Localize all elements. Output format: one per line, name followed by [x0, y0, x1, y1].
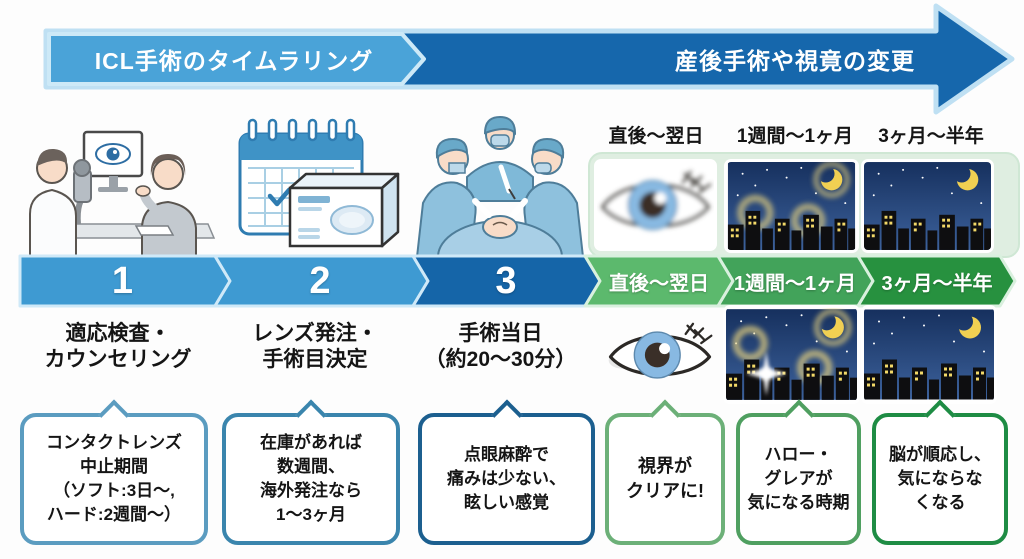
step-title-2: レンズ発注・ 手術目決定: [252, 321, 378, 371]
note-text-phase-1: 視界が クリアに!: [626, 455, 704, 501]
step-number-1: 1: [111, 259, 134, 302]
glare-starburst: [746, 351, 787, 396]
chevron-phase-label-1: 直後〜翌日: [609, 272, 709, 295]
clear-vision-eye-icon: [608, 322, 713, 379]
phase-top-label-1: 直後〜翌日: [608, 125, 704, 147]
note-bubble-step-3: 点眼麻酔で 痛みは少ない、 眩しい感覚: [418, 399, 595, 545]
note-bubble-step-2: 在庫があれば 数週間、 海外発注なら 1〜3ヶ月: [222, 399, 400, 545]
bubble-pointer: [924, 399, 956, 431]
step-number-3: 3: [495, 259, 517, 302]
chevron-phase-label-3: 3ヶ月〜半年: [881, 272, 993, 295]
note-bubble-phase-2: ハロー・ グレアが 気になる時期: [736, 399, 861, 545]
banner-left-title: ICL手術のタイムラリング: [94, 48, 374, 74]
consultation-illustration: [29, 130, 216, 256]
note-text-step-3: 点眼麻酔で 痛みは少ない、 眩しい感覚: [447, 445, 566, 512]
blurry-vision-eye-image: [597, 162, 714, 248]
calendar-lensbox-illustration: [238, 118, 400, 248]
bubble-pointer: [295, 399, 327, 431]
banner-right-title: 産後手術や視竟の変更: [675, 48, 915, 74]
bubble-pointer: [782, 399, 815, 431]
note-bubble-phase-3: 脳が順応し、 気にならな くなる: [872, 399, 1008, 545]
bubble-pointer: [98, 399, 130, 431]
note-bubble-phase-1: 視界が クリアに!: [605, 399, 725, 545]
note-bubble-step-1: コンタクトレンズ 中止期間 （ソフト:3日〜, ハード:2週間〜）: [20, 399, 208, 545]
night-city-halo-image: [727, 162, 856, 250]
night-city-clear-image: [864, 162, 991, 250]
timeline-chevron-bar: [18, 254, 1017, 308]
chevron-phase-label-2: 1週間〜1ヶ月: [733, 272, 857, 295]
surgery-illustration: [415, 115, 585, 257]
phase-top-label-3: 3ヶ月〜半年: [878, 125, 984, 147]
step-number-2: 2: [309, 259, 331, 302]
night-city-halo-glare-image: [726, 308, 857, 401]
step-title-3: 手術当日 （約20〜30分）: [424, 321, 577, 371]
chevron-phase-3: [856, 254, 1017, 308]
bubble-pointer: [490, 399, 523, 431]
note-text-phase-2: ハロー・ グレアが 気になる時期: [747, 445, 850, 512]
bubble-pointer: [649, 399, 681, 431]
note-text-step-1: コンタクトレンズ 中止期間 （ソフト:3日〜, ハード:2週間〜）: [46, 433, 182, 524]
header-arrow-banner: [43, 3, 1015, 115]
note-text-phase-3: 脳が順応し、 気にならな くなる: [889, 445, 991, 512]
step-title-1: 適応検査・ カウンセリング: [44, 321, 192, 371]
night-city-adapted-image: [864, 308, 994, 401]
note-text-step-2: 在庫があれば 数週間、 海外発注なら 1〜3ヶ月: [260, 433, 362, 524]
phase-top-label-2: 1週間〜1ヶ月: [736, 125, 854, 147]
banner-left-segment: [47, 32, 426, 86]
